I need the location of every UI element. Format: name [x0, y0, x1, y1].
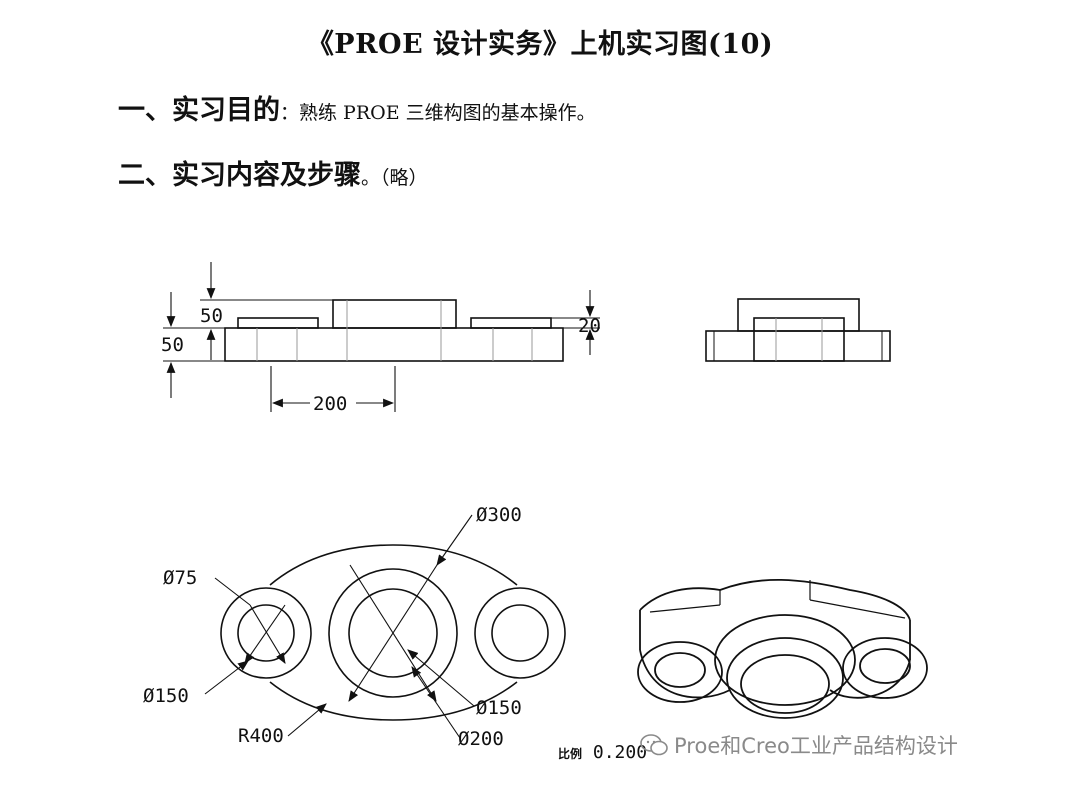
watermark: Proe和Creo工业产品结构设计: [640, 730, 958, 760]
scale-value: 0.200: [592, 742, 648, 763]
content-text: （略）: [380, 167, 428, 189]
purpose-heading: 一、实习目的: [118, 95, 280, 126]
dim-radius-400: R400: [238, 725, 284, 747]
content-heading: 二、实习内容及步骤: [118, 160, 361, 191]
dim-dia-150-left: Ø150: [143, 685, 189, 707]
dim-dia-200: Ø200: [458, 728, 504, 750]
dim-front-top: 50: [200, 305, 223, 327]
dim-front-width: 200: [313, 393, 347, 415]
dim-dia-75: Ø75: [163, 567, 197, 589]
dim-front-left: 50: [161, 334, 184, 356]
side-view: [705, 298, 891, 362]
purpose-text: 熟练 PROE 三维构图的基本操作。: [299, 102, 596, 124]
front-view: 50 50 20 200: [161, 262, 601, 415]
section-content: 二、实习内容及步骤。（略）: [118, 153, 428, 192]
scale-label: 比例 0.200: [558, 742, 647, 763]
top-view: Ø75 Ø150 Ø300 Ø150 Ø200 R400: [143, 504, 566, 750]
section-purpose: 一、实习目的：熟练 PROE 三维构图的基本操作。: [118, 88, 596, 127]
wechat-icon: [640, 734, 668, 756]
dim-front-right: 20: [578, 315, 601, 337]
watermark-text: Proe和Creo工业产品结构设计: [674, 734, 958, 758]
page-title: 《PROE 设计实务》上机实习图(10): [306, 29, 774, 60]
dim-dia-150-right: Ø150: [476, 697, 522, 719]
purpose-sep: ：: [280, 102, 300, 124]
content-sep: 。: [361, 167, 381, 189]
isometric-view: [637, 578, 928, 719]
scale-text: 比例: [558, 747, 583, 761]
dim-dia-300: Ø300: [476, 504, 522, 526]
